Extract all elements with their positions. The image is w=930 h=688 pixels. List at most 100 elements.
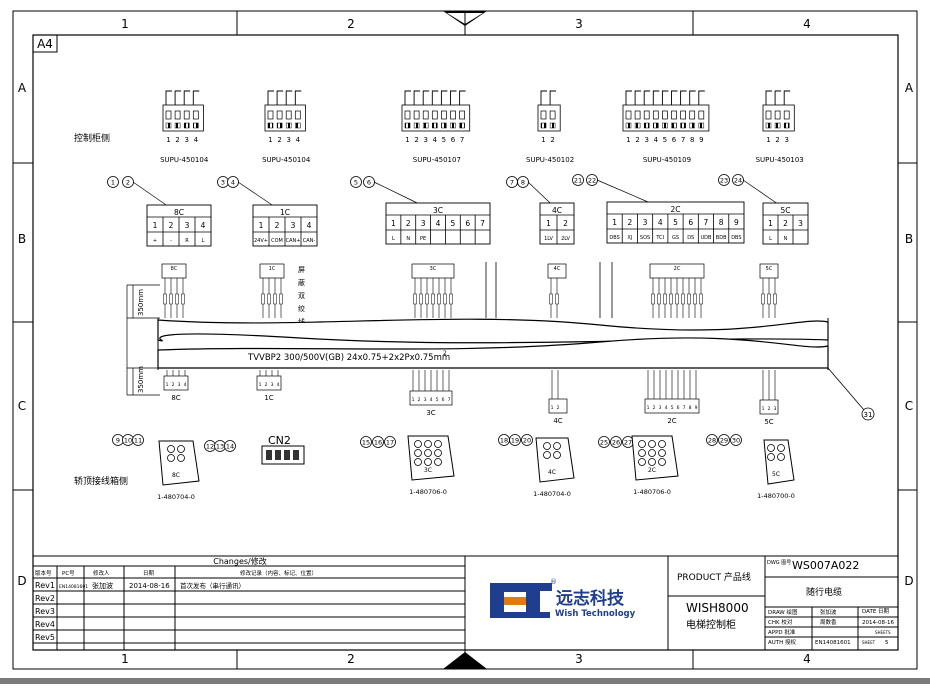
rev-note: 首次发布（串行通讯） [180, 581, 245, 590]
company-logo [490, 583, 552, 618]
part-number-5c: SUPU-450103 [756, 156, 804, 164]
pin-number: 3 [798, 219, 803, 228]
plug-part-number: 1-480704-0 [157, 493, 195, 501]
terminal-pin-label: 4 [433, 136, 438, 144]
svg-text:7: 7 [448, 397, 451, 403]
callout-25 [598, 436, 610, 448]
pin-number: 4 [201, 221, 206, 230]
pin-table-title: 2C [670, 205, 680, 214]
pin-number: 5 [673, 218, 678, 227]
terminal-pin-label: 2 [635, 136, 639, 144]
callout-17 [384, 436, 396, 448]
pin-signal: XJ [627, 235, 632, 241]
pin-number: 4 [658, 218, 663, 227]
company-name-en: Wish Technology [555, 609, 636, 619]
svg-text:3: 3 [424, 397, 427, 403]
svg-text:3: 3 [774, 406, 777, 412]
svg-text:12: 12 [206, 443, 214, 451]
svg-text:3: 3 [178, 382, 181, 388]
plug-part-number: 1-480704-0 [533, 490, 571, 498]
svg-text:修改人: 修改人 [93, 569, 110, 577]
window-bottom-strip [0, 678, 930, 684]
svg-text:张加波: 张加波 [820, 608, 837, 616]
terminal-pin-label: 3 [423, 136, 427, 144]
pin-signal: + [153, 238, 157, 244]
pin-number: 2 [275, 221, 280, 230]
svg-text:PC号: PC号 [62, 570, 75, 577]
row-label-c-right: C [905, 399, 913, 413]
control-side-label: 控制柜侧 [74, 132, 110, 144]
svg-text:20: 20 [523, 437, 531, 445]
col-label-1-bottom: 1 [121, 652, 129, 666]
svg-text:2: 2 [126, 179, 130, 187]
terminal-pin-label: 4 [654, 136, 659, 144]
callout-15 [360, 436, 372, 448]
pin-signal: N [784, 236, 788, 242]
zone-labels: 1 2 3 4 1 2 3 4 A B C D A B C D [17, 17, 914, 666]
pin-signal: L [392, 236, 395, 242]
pin-number: 7 [480, 219, 485, 228]
svg-text:4: 4 [430, 397, 433, 403]
terminal-pin-label: 5 [442, 136, 446, 144]
svg-text:3: 3 [659, 405, 662, 411]
svg-text:4C: 4C [553, 417, 562, 425]
product-label: PRODUCT 产品线 [677, 571, 751, 583]
svg-text:18: 18 [500, 437, 508, 445]
changes-headers: 版本号 PC号 修改人 日期 修改记录（内容、标记、位置） [35, 569, 317, 577]
svg-text:4: 4 [231, 179, 235, 187]
separator-lines [485, 262, 613, 318]
svg-text:5C: 5C [764, 418, 773, 426]
svg-text:SHEETS: SHEETS [875, 630, 891, 635]
pin-signal: 1LV [544, 236, 553, 242]
terminal-pin-label: 1 [166, 136, 170, 144]
changes-table [32, 555, 466, 651]
svg-text:5: 5 [885, 640, 889, 646]
svg-text:28: 28 [708, 437, 716, 445]
rev-label: Rev1 [35, 581, 55, 590]
svg-text:6: 6 [677, 405, 680, 411]
svg-text:16: 16 [374, 439, 382, 447]
svg-text:修改记录（内容、标记、位置）: 修改记录（内容、标记、位置） [240, 569, 317, 577]
svg-text:1: 1 [111, 179, 115, 187]
svg-text:版本号: 版本号 [35, 569, 52, 577]
pin-number: 3 [643, 218, 648, 227]
svg-text:CHK 校对: CHK 校对 [768, 618, 793, 626]
svg-text:1: 1 [412, 397, 415, 403]
pin-signal: COM [271, 238, 283, 244]
title-block-fields: DRAW 绘图 张加波 DATE 日期 CHK 校对 周数香 2014-08-1… [768, 608, 894, 646]
product-name-cn: 电梯控制柜 [686, 618, 736, 631]
shield-note: 屏 蔽 双 绞 线 [298, 266, 305, 326]
row-label-b: B [18, 232, 26, 246]
part-number-2c: SUPU-450109 [643, 156, 691, 164]
terminal-pin-label: 5 [663, 136, 667, 144]
svg-text:11: 11 [134, 437, 142, 445]
svg-text:26: 26 [612, 439, 620, 447]
terminal-pin-label: 1 [405, 136, 409, 144]
pin-signal: DS [687, 235, 694, 241]
callout-23 [718, 174, 730, 186]
svg-text:29: 29 [720, 437, 728, 445]
plug-part-number: 1-480706-0 [633, 488, 671, 496]
svg-text:22: 22 [588, 177, 596, 185]
callout-11 [132, 434, 144, 446]
terminal-pin-label: 8 [690, 136, 694, 144]
terminal-pin-label: 4 [194, 136, 199, 144]
pin-number: 2 [563, 219, 568, 228]
pin-signal: DBS [731, 235, 741, 241]
part-number-4c: SUPU-450102 [526, 156, 574, 164]
plug-housing-2c: 2C [631, 435, 679, 481]
terminal-pin-label: 9 [699, 136, 703, 144]
dim-top-label: 350mm [137, 289, 145, 316]
svg-text:3C: 3C [426, 409, 435, 417]
terminal-pin-label: 6 [451, 136, 456, 144]
callout-31 [861, 407, 875, 421]
pin-number: 7 [704, 218, 709, 227]
svg-text:8C: 8C [172, 472, 180, 479]
callout-21 [572, 174, 584, 186]
